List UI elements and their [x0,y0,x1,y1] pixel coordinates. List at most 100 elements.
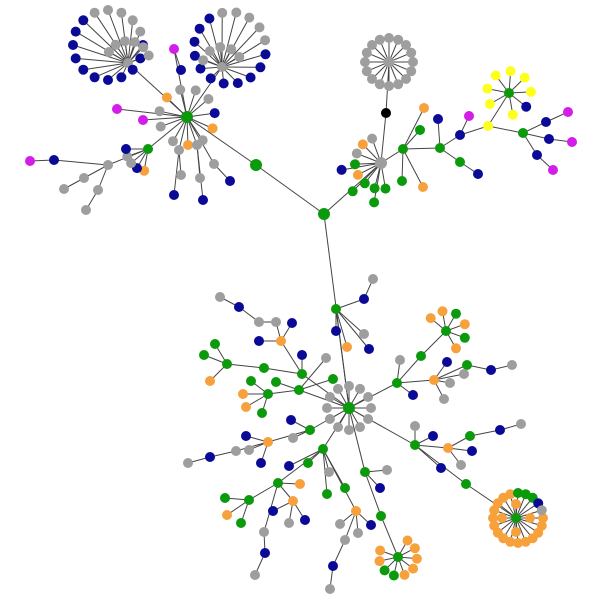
graph-node-gray [367,40,377,50]
graph-node-green [379,565,390,576]
graph-node-green [263,389,273,399]
graph-edge [335,308,350,409]
graph-node-green [340,483,350,493]
graph-node-navy [135,53,146,64]
graph-edge [221,53,266,68]
graph-node-green [220,493,230,503]
graph-node-navy [232,78,243,89]
graph-node-gray [410,421,420,431]
graph-node-green [392,378,402,388]
graph-node-orange [511,527,521,537]
graph-node-magenta [25,156,35,166]
graph-node-gray [333,422,343,433]
graph-node-navy [336,164,347,175]
graph-node-green [518,128,528,138]
graph-node-black [381,108,391,118]
graph-node-navy [260,548,270,558]
graph-node-navy [284,461,294,471]
graph-node-orange [161,92,172,103]
graph-edge [75,57,129,64]
graph-node-navy [70,26,81,37]
graph-node-orange [357,139,368,150]
graph-node-orange [520,536,531,547]
graph-node-gray [353,528,363,538]
graph-node-gray [143,50,154,61]
graph-edge [221,66,251,78]
graph-node-gray [203,94,214,104]
graph-node-gray [168,136,178,147]
graph-node-gray [507,360,517,370]
graph-edge [433,373,465,381]
graph-node-green [461,479,471,489]
graph-node-gray [536,505,547,516]
graph-node-orange [429,375,439,385]
graph-node-gray [103,5,113,15]
graph-edge [487,125,524,134]
graph-node-navy [442,357,452,367]
graph-node-gray [174,145,184,155]
graph-edge [396,379,435,384]
graph-node-gray [215,292,225,302]
graph-node-orange [418,182,428,192]
graph-edge [221,12,237,68]
graph-node-navy [260,49,271,60]
graph-edge [298,378,334,391]
graph-node-green [459,332,470,343]
graph-node-green [303,458,313,468]
graph-node-yellow [484,99,495,109]
graph-node-gray [260,35,271,46]
graph-edge [208,18,223,68]
graph-node-green [376,511,386,521]
graph-node-yellow [519,72,530,83]
graph-edge [53,159,109,166]
graph-edge [396,355,422,384]
graph-node-navy [245,72,256,83]
graph-node-green [513,488,523,498]
graph-node-orange [489,520,500,531]
graph-node-green [273,478,283,488]
graph-node-green [246,376,256,386]
graph-node-navy [436,463,446,473]
graph-node-green [359,178,370,189]
graph-node-navy [127,64,138,75]
graph-node-green [250,159,262,171]
graph-edge [288,448,324,467]
graph-edge [298,389,350,409]
graph-edge [226,363,265,369]
graph-node-orange [295,479,305,489]
graph-node-gray [209,159,219,169]
graph-node-orange [459,319,470,330]
graph-node-orange [205,376,215,386]
graph-edge [263,367,303,375]
graph-node-orange [511,499,521,509]
graph-node-navy [205,73,216,84]
graph-edge [277,448,324,484]
graph-node-magenta [112,104,122,114]
graph-edge [373,162,382,203]
graph-node-orange [411,553,422,564]
graph-node-green [259,363,269,373]
graph-node-gray [271,317,281,327]
graph-node-navy [218,78,229,89]
graph-node-gray [217,7,228,18]
graph-node-navy [521,101,532,112]
graph-node-green [504,88,514,98]
graph-node-orange [505,489,516,500]
graph-node-gray [259,527,269,537]
graph-edge [402,147,441,150]
graph-node-gray [367,133,378,144]
graph-node-navy [375,483,385,493]
graph-node-green [462,360,472,370]
graph-node-magenta [548,165,558,175]
graph-node-green [369,183,380,194]
graph-edge [402,107,425,150]
graph-node-orange [419,103,429,113]
graph-node-green [393,552,403,562]
graph-edge [348,407,416,446]
graph-node-green [343,402,355,414]
graph-node-green [305,425,315,435]
graph-node-navy [189,36,200,47]
graph-node-green [257,408,267,418]
graph-edge [186,116,257,166]
